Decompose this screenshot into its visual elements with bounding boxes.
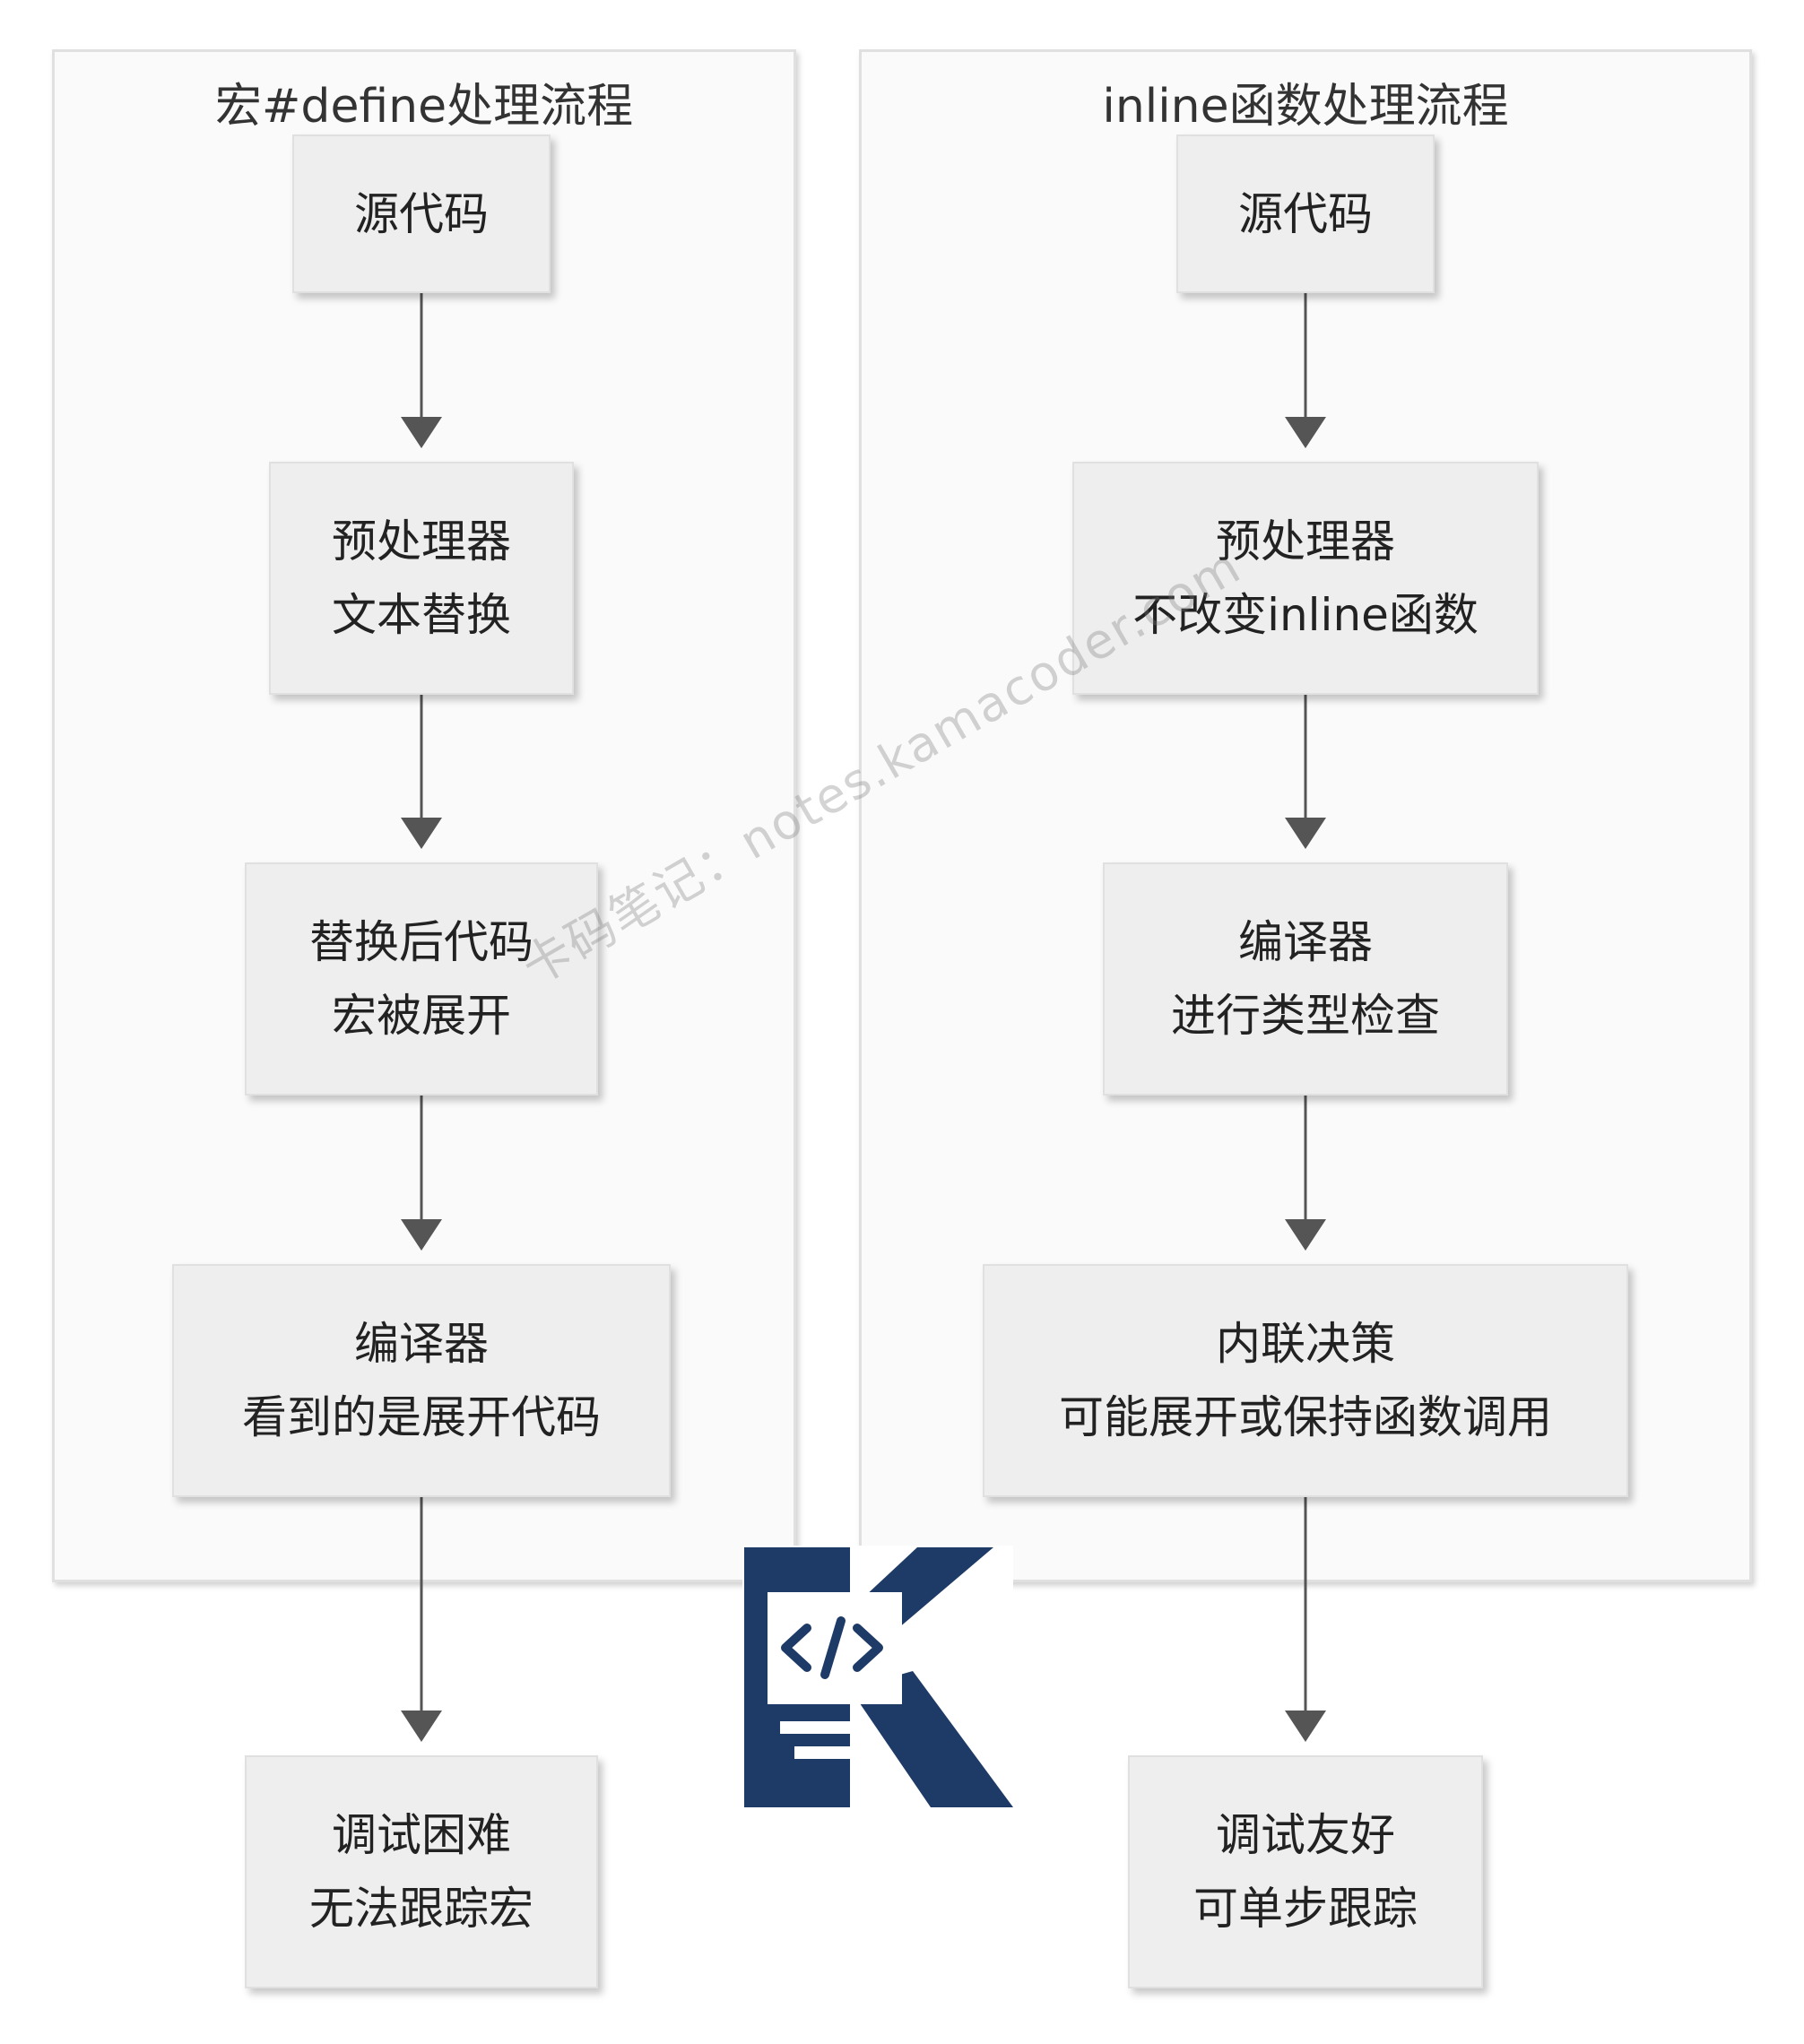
inline-node-decision-title: 内联决策	[1216, 1318, 1395, 1370]
macro-node-debug: 调试困难 无法跟踪宏	[245, 1755, 598, 1988]
macro-node-expanded-code-detail: 宏被展开	[332, 990, 511, 1042]
inline-edge-2	[1285, 695, 1326, 849]
macro-node-source-text: 源代码	[354, 187, 489, 240]
inline-node-preprocessor-title: 预处理器	[1216, 515, 1395, 567]
macro-node-preprocessor: 预处理器 文本替换	[269, 462, 574, 695]
macro-node-compiler-detail: 看到的是展开代码	[242, 1391, 601, 1443]
macro-node-expanded-code-title: 替换后代码	[309, 916, 533, 968]
inline-node-compiler-title: 编译器	[1238, 916, 1373, 968]
inline-edge-3	[1285, 1096, 1326, 1251]
inline-node-preprocessor: 预处理器 不改变inline函数	[1072, 462, 1539, 695]
inline-node-debug-title: 调试友好	[1216, 1809, 1395, 1861]
macro-node-debug-title: 调试困难	[332, 1809, 511, 1861]
macro-node-debug-detail: 无法跟踪宏	[309, 1883, 533, 1935]
inline-node-compiler-detail: 进行类型检查	[1171, 990, 1440, 1042]
macro-node-expanded-code: 替换后代码 宏被展开	[245, 862, 598, 1096]
inline-node-debug-detail: 可单步跟踪	[1193, 1883, 1418, 1935]
inline-node-source-text: 源代码	[1238, 187, 1373, 240]
macro-edge-2	[401, 695, 442, 849]
macro-node-compiler: 编译器 看到的是展开代码	[172, 1264, 671, 1497]
inline-node-decision: 内联决策 可能展开或保持函数调用	[983, 1264, 1628, 1497]
macro-node-source: 源代码	[292, 134, 551, 293]
macro-edge-1	[401, 293, 442, 448]
inline-node-decision-detail: 可能展开或保持函数调用	[1059, 1391, 1552, 1443]
inline-cluster-title: inline函数处理流程	[1102, 80, 1509, 134]
inline-edge-1	[1285, 293, 1326, 448]
inline-node-debug: 调试友好 可单步跟踪	[1128, 1755, 1483, 1988]
macro-node-preprocessor-detail: 文本替换	[332, 589, 511, 641]
macro-cluster-title: 宏#define处理流程	[214, 80, 634, 134]
macro-node-compiler-title: 编译器	[354, 1318, 489, 1370]
inline-node-preprocessor-detail: 不改变inline函数	[1132, 589, 1479, 641]
macro-edge-3	[401, 1096, 442, 1251]
inline-node-compiler: 编译器 进行类型检查	[1103, 862, 1508, 1096]
macro-node-preprocessor-title: 预处理器	[332, 515, 511, 567]
inline-node-source: 源代码	[1176, 134, 1435, 293]
macro-edge-4	[401, 1497, 442, 1742]
kamacoder-logo-icon	[742, 1546, 1013, 1810]
inline-edge-4	[1285, 1497, 1326, 1742]
